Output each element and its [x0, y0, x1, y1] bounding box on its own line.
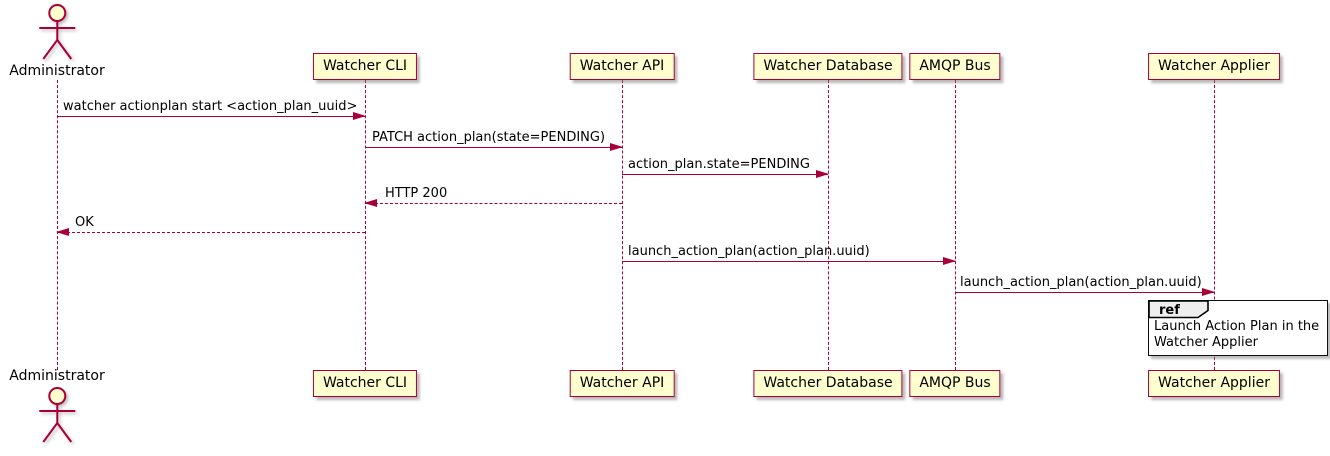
arrowhead-icon — [943, 257, 956, 265]
participant-watcher-cli-bottom: Watcher CLI — [312, 370, 418, 397]
message-label: watcher actionplan start <action_plan_uu… — [63, 99, 358, 114]
arrowhead-icon — [364, 199, 377, 207]
arrowhead-icon — [56, 228, 69, 236]
lifeline-administrator — [57, 80, 58, 370]
participant-watcher-database-bottom: Watcher Database — [753, 370, 903, 397]
message-line — [365, 147, 622, 148]
message-line — [955, 292, 1214, 293]
message-label: launch_action_plan(action_plan.uuid) — [628, 244, 870, 259]
lifeline-watcher-api — [622, 80, 623, 370]
lifeline-watcher-applier — [1214, 80, 1215, 370]
lifeline-amqp-bus — [955, 80, 956, 370]
actor-administrator-top: Administrator — [9, 3, 105, 80]
message-label: OK — [75, 215, 94, 230]
arrowhead-icon — [1202, 288, 1215, 296]
ref-tab: ref — [1148, 300, 1209, 319]
message-line — [57, 116, 365, 117]
message-label: HTTP 200 — [385, 186, 448, 201]
message-line — [622, 261, 955, 262]
participant-watcher-database-top: Watcher Database — [753, 53, 903, 80]
participant-watcher-cli-top: Watcher CLI — [312, 53, 418, 80]
actor-icon — [39, 4, 75, 60]
message-label: launch_action_plan(action_plan.uuid) — [960, 275, 1202, 290]
participant-watcher-api-top: Watcher API — [569, 53, 675, 80]
message-label: PATCH action_plan(state=PENDING) — [372, 130, 606, 145]
actor-label: Administrator — [9, 368, 105, 384]
participant-amqp-bus-top: AMQP Bus — [909, 53, 1001, 80]
participant-watcher-applier-bottom: Watcher Applier — [1148, 370, 1280, 397]
arrowhead-icon — [353, 112, 366, 120]
ref-text: Launch Action Plan in the Watcher Applie… — [1154, 319, 1320, 350]
arrowhead-icon — [610, 143, 623, 151]
ref-keyword: ref — [1159, 303, 1180, 318]
lifeline-watcher-database — [828, 80, 829, 370]
message-line — [365, 203, 622, 204]
lifeline-watcher-cli — [365, 80, 366, 370]
participant-watcher-applier-top: Watcher Applier — [1148, 53, 1280, 80]
message-line — [57, 232, 365, 233]
participant-watcher-api-bottom: Watcher API — [569, 370, 675, 397]
actor-label: Administrator — [9, 63, 105, 79]
message-line — [622, 174, 828, 175]
actor-administrator-bottom: Administrator — [9, 368, 105, 447]
ref-fragment: ref Launch Action Plan in the Watcher Ap… — [1148, 300, 1328, 356]
participant-amqp-bus-bottom: AMQP Bus — [909, 370, 1001, 397]
message-label: action_plan.state=PENDING — [628, 157, 810, 172]
actor-icon — [39, 387, 75, 443]
arrowhead-icon — [816, 170, 829, 178]
